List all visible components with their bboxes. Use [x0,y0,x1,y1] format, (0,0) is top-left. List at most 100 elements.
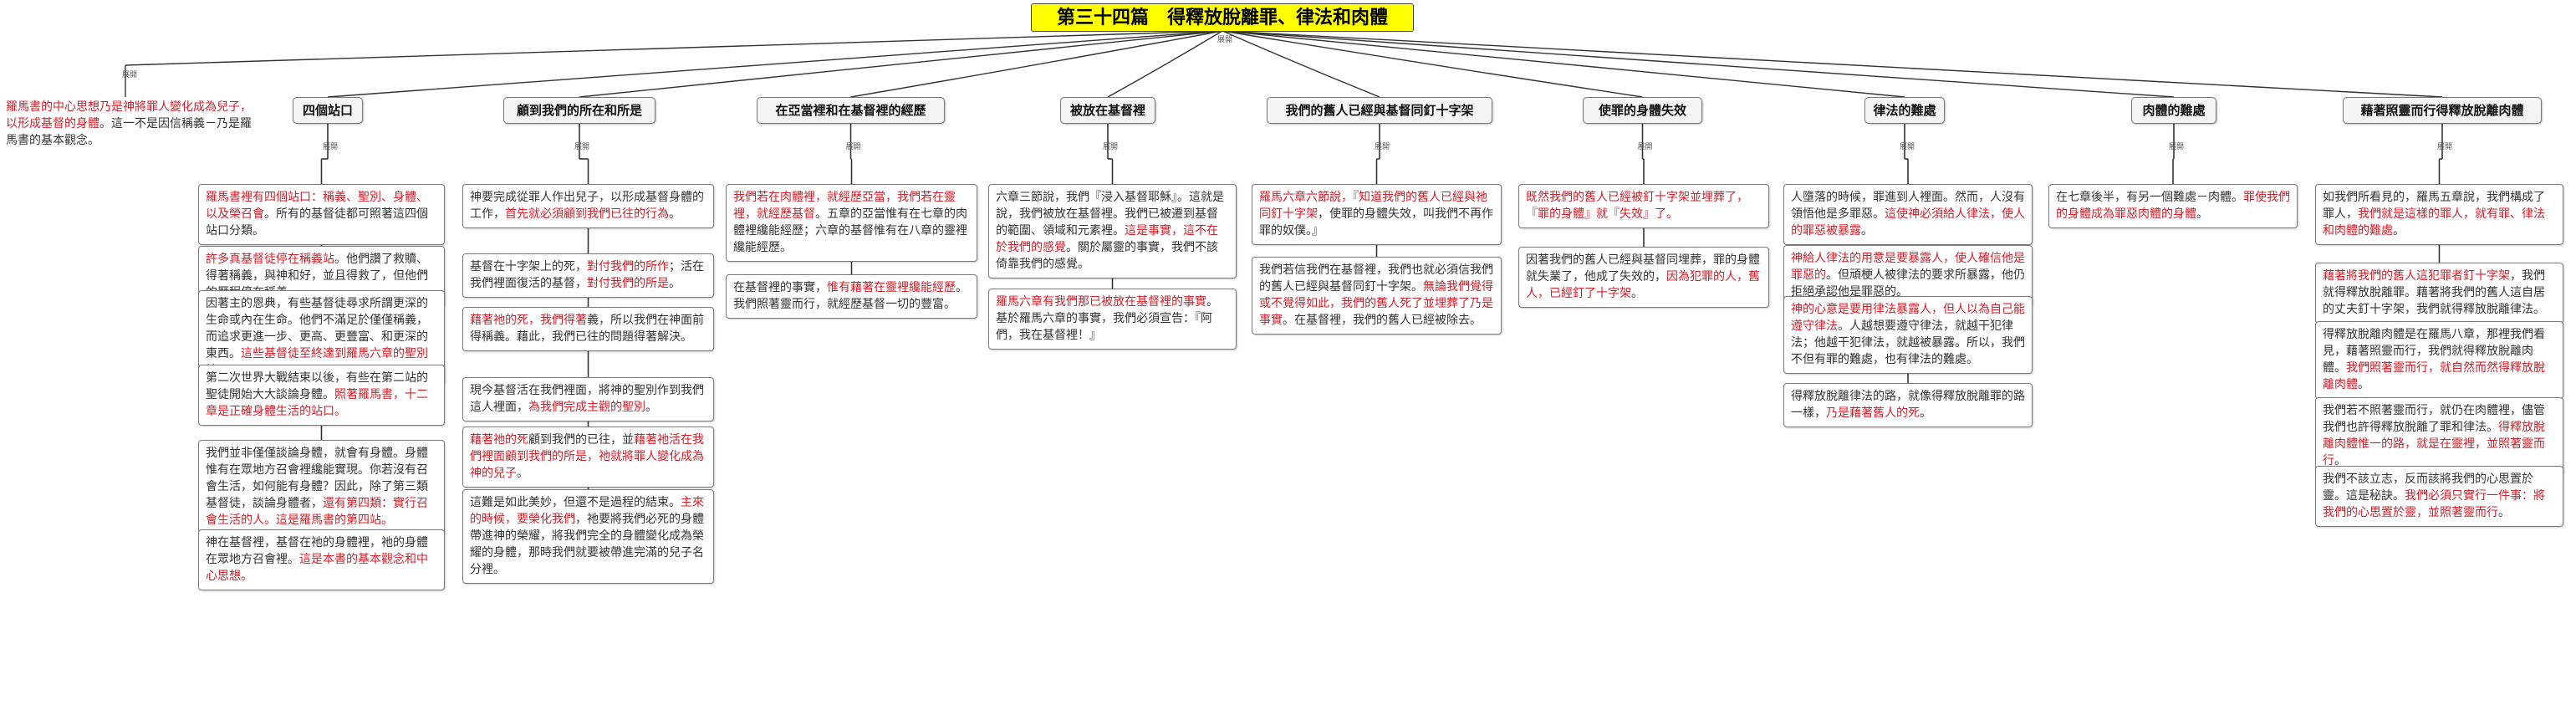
body-text: 我們並非僅僅談論身體，就會有身體。身體惟有在眾地方召會裡纔能實現。你若沒有召會生… [206,447,428,510]
highlighted-text: 我們必須只實行一件事：將我們的心思置於靈，並照著靈而行 [2323,489,2545,519]
subtopic-card[interactable]: 我們並非僅僅談論身體，就會有身體。身體惟有在眾地方召會裡纔能實現。你若沒有召會生… [198,440,445,534]
topic-6[interactable]: 使罪的身體失效 [1583,97,1702,124]
body-text: 我們不該立志，反而該將我們的心思置於靈。這是秘訣。 [2323,473,2533,503]
body-text: 。 [2196,207,2208,221]
body-text: 。關於屬靈的事實，我們不該倚靠我們的感覺。 [996,241,1218,271]
highlighted-text: 還有第四類：實行召會生活的人。這是羅馬書的第四站。 [206,497,428,527]
body-text: 。 [669,207,681,221]
subtopic-card[interactable]: 我們若在肉體裡，就經歷亞當，我們若在靈裡，就經歷基督。五章的亞當惟有在七章的肉體… [726,184,977,262]
body-text: 。 [2498,506,2510,519]
subtopic-card[interactable]: 神的心意是要用律法暴露人，但人以為自己能遵守律法。人越想要遵守律法，就越干犯律法… [1783,296,2033,374]
body-text: 得釋放脫離律法的路，就像得釋放脫離罪的路一樣， [1791,390,2025,420]
highlighted-text: 藉著將我們的舊人這犯罪者釘十字架 [2323,269,2510,283]
central-topic[interactable]: 第三十四篇 得釋放脫離罪、律法和肉體 [1031,3,1414,32]
subtopic-card[interactable]: 羅馬書裡有四個站口：稱義、聖別、身體、以及榮召會。所有的基督徒都可照著這四個站口… [198,184,445,245]
body-text: 在七章後半，有另一個難處－肉體。 [2056,191,2243,204]
subtopic-card[interactable]: 藉著祂的死顧到我們的已往，並藉著祂活在我們裡面顧到我們的所是，祂就將罪人變化成為… [462,427,714,488]
subtopic-card[interactable]: 這難是如此美妙，但還不是過程的結束。主來的時候，要榮化我們，祂要將我們必死的身體… [462,489,714,584]
expand-toggle-icon[interactable]: 展開 [2169,143,2185,151]
subtopic-card[interactable]: 我們不該立志，反而該將我們的心思置於靈。這是秘訣。我們必須只實行一件事：將我們的… [2315,466,2563,527]
body-text: 基督在十字架上的死， [470,260,587,273]
subtopic-card[interactable]: 羅馬六章六節說，『知道我們的舊人已經與祂同釘十字架，使罪的身體失效，叫我們不再作… [1252,184,1502,245]
highlighted-text: 我們照著靈而行，就自然而然得釋放脫離肉體 [2323,361,2545,391]
subtopic-card[interactable]: 神要完成從罪人作出兒子，以形成基督身體的工作，首先就必須顧到我們已往的行為。 [462,184,714,228]
topic-1[interactable]: 四個站口 [293,97,363,124]
highlighted-text: 惟有藉著在靈裡纔能經歷 [827,281,956,294]
body-text: 顧到我們的已往，並 [528,433,634,447]
highlighted-text: 這是本書的基本觀念和中心思想。 [206,553,428,583]
branch-line [327,30,1223,98]
highlighted-text: 神的心意是要用律法暴露人，但人以為自己能遵守律法 [1791,303,2025,333]
subtopic-card[interactable]: 現今基督活在我們裡面，將神的聖別作到我們這人裡面，為我們完成主觀的聖別。 [462,377,714,421]
subtopic-card[interactable]: 藉著將我們的舊人這犯罪者釘十字架，我們就得釋放脫離罪。藉著將我們的舊人這自居的丈… [2315,263,2563,324]
body-text: 如我們所看見的，羅馬五章說，我們構成了罪人， [2323,191,2545,221]
topic-3[interactable]: 在亞當裡和在基督裡的經歷 [757,97,945,124]
highlighted-text: 對付我們的所作 [587,260,669,273]
subtopic-card[interactable]: 得釋放脫離肉體是在羅馬八章，那裡我們看見，藉著照靈而行，我們就得釋放脫離肉體。我… [2315,321,2563,399]
body-text: 義，所以我們在神面前得稱義。藉此，我們已往的問題得著解決。 [470,314,704,344]
subtopic-card[interactable]: 神在基督裡，基督在祂的身體裡，祂的身體在眾地方召會裡。這是本書的基本觀念和中心思… [198,529,445,590]
branch-line [1222,30,1380,98]
branch-line [1222,30,1643,98]
subtopic-card[interactable]: 因著我們的舊人已經與基督同埋葬，罪的身體就失業了，他成了失效的，因為犯罪的人，舊… [1518,247,1769,308]
topic-5[interactable]: 我們的舊人已經與基督同釘十字架 [1267,97,1492,124]
highlighted-text: 為我們完成主觀的聖別 [528,401,645,414]
highlighted-text: 藉著祂的死 [470,433,528,447]
subtopic-card[interactable]: 第二次世界大戰結束以後，有些在第二站的聖徒開始大大談論身體。照著羅馬書，十二章是… [198,365,445,426]
subtopic-card[interactable]: 基督在十字架上的死，對付我們的所作；活在我們裡面復活的基督，對付我們的所是。 [462,253,714,298]
subtopic-card[interactable]: 人墮落的時候，罪進到人裡面。然而，人沒有領悟他是多罪惡。這使神必須給人律法，使人… [1783,184,2033,245]
subtopic-card[interactable]: 我們若信我們在基督裡，我們也就必須信我們的舊人已經與基督同釘十字架。無論我們覺得… [1252,257,1502,335]
body-text: 。 [2393,224,2405,238]
highlighted-text: 主來的時候，要榮化我們 [470,496,704,526]
subtopic-card[interactable]: 在基督裡的事實，惟有藉著在靈裡纔能經歷。我們照著靈而行，就經歷基督一切的豐富。 [726,274,977,319]
highlighted-text: 藉著祂活在我們裡面顧到我們的所是，祂就將罪人變化成為神的兒子 [470,433,704,480]
highlighted-text: 因為犯罪的人，舊人，已經釘了十字架 [1526,270,1760,300]
expand-toggle-icon[interactable]: 展開 [574,143,590,151]
topic-2[interactable]: 顧到我們的所在和所是 [503,97,655,124]
body-text: 我們若信我們在基督裡，我們也就必須信我們的舊人已經與基督同釘十字架。 [1259,263,1493,294]
topic-8[interactable]: 肉體的難處 [2131,97,2216,124]
subtopic-card[interactable]: 羅馬六章有我們那已被放在基督裡的事實。基於羅馬六章的事實，我們必須宣告：『阿們，… [988,289,1237,350]
body-text: 人墮落的時候，罪進到人裡面。然而，人沒有領悟他是多罪惡。 [1791,191,2025,221]
topic-7[interactable]: 律法的難處 [1864,97,1945,124]
subtopic-card[interactable]: 得釋放脫離律法的路，就像得釋放脫離罪的路一樣，乃是藉著舊人的死。 [1783,383,2033,427]
body-text: 在基督裡的事實， [733,281,827,294]
body-text: 因著主的恩典，有些基督徒尋求所謂更深的生命或內在生命。他們不滿足於僅僅稱義，而追… [206,297,428,360]
body-text: 。我們照著靈而行，就經歷基督一切的豐富。 [733,281,967,311]
branch-line [1222,30,2175,98]
expand-toggle-icon[interactable]: 展開 [2437,143,2453,151]
body-text: 因著我們的舊人已經與基督同埋葬，罪的身體就失業了，他成了失效的， [1526,253,1760,284]
subtopic-card[interactable]: 如我們所看見的，羅馬五章說，我們構成了罪人，我們就是這樣的罪人，就有罪、律法和肉… [2315,184,2563,245]
branch-line [850,30,1223,98]
subtopic-card[interactable]: 既然我們的舊人已經被釘十字架並埋葬了，『罪的身體』就『失效』了。 [1518,184,1769,228]
highlighted-text: 這使神必須給人律法，使人的罪惡被暴露 [1791,207,2025,238]
expand-toggle-icon[interactable]: 展開 [1217,36,1233,44]
highlighted-text: 首先就必須顧到我們已往的行為 [505,207,669,221]
expand-toggle-icon[interactable]: 展開 [122,71,138,79]
subtopic-card[interactable]: 在七章後半，有另一個難處－肉體。罪使我們的身體成為罪惡肉體的身體。 [2048,184,2298,228]
body-text: 。 [1861,224,1873,238]
highlighted-text: 對付我們的所是 [587,277,669,290]
expand-toggle-icon[interactable]: 展開 [1637,143,1653,151]
expand-toggle-icon[interactable]: 展開 [1103,143,1119,151]
subtopic-card[interactable]: 六章三節說，我們『浸入基督耶穌』。這就是說，我們被放在基督裡。我們已被遷到基督的… [988,184,1237,278]
highlighted-text: 乃是藉著舊人的死 [1826,406,1920,420]
subtopic-card[interactable]: 藉著祂的死，我們得著義，所以我們在神面前得稱義。藉此，我們已往的問題得著解決。 [462,307,714,351]
topic-9[interactable]: 藉著照靈而行得釋放脫離肉體 [2343,97,2542,124]
highlighted-text: 既然我們的舊人已經被釘十字架並埋葬了，『罪的身體』就『失效』了。 [1526,191,1748,221]
expand-toggle-icon[interactable]: 展開 [1900,143,1915,151]
highlighted-text: 藉著祂的死，我們得著 [470,314,587,327]
highlighted-text: 羅馬書裡有四個站口：稱義、聖別、身體、以及榮召會 [206,191,428,221]
body-text: 。 [645,401,657,414]
topic-4[interactable]: 被放在基督裡 [1060,97,1155,124]
body-text: 。 [517,467,528,480]
intro-note: 羅馬書的中心思想乃是神將罪人變化成為兒子，以形成基督的身體。這一不是因信稱義－乃… [6,99,255,149]
highlighted-text: 我們若在肉體裡，就經歷亞當，我們若在靈裡，就經歷基督 [733,191,956,221]
expand-toggle-icon[interactable]: 展開 [845,143,861,151]
expand-toggle-icon[interactable]: 展開 [323,143,339,151]
highlighted-text: 照著羅馬書，十二章是正確身體生活的站口。 [206,388,428,418]
body-text: ；活在我們裡面復活的基督， [470,260,704,290]
expand-toggle-icon[interactable]: 展開 [1375,143,1390,151]
subtopic-card[interactable]: 我們若不照著靈而行，就仍在肉體裡，儘管我們也許得釋放脫離了罪和律法。得釋放脫離肉… [2315,397,2563,475]
